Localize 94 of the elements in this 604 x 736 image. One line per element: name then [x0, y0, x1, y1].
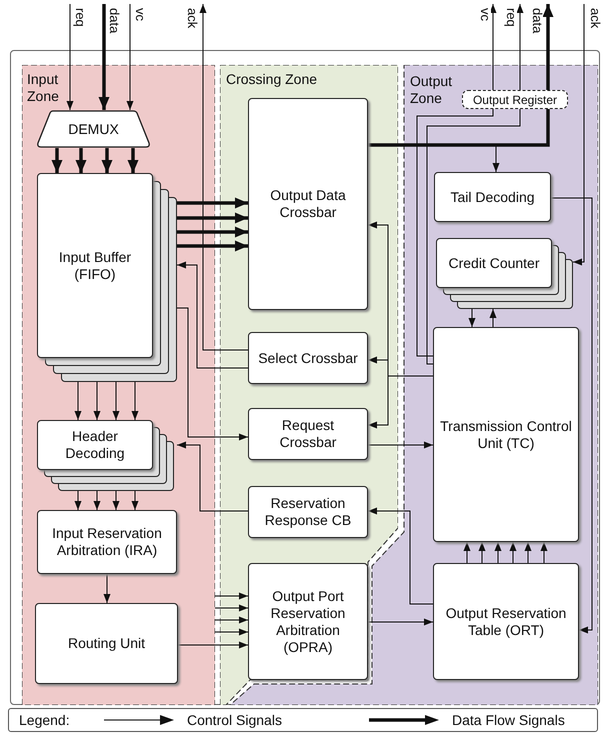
process-box	[248, 332, 368, 384]
arrow	[510, 542, 516, 564]
process-box	[433, 563, 579, 680]
arrow	[478, 542, 486, 564]
block-label: Output Data Crossbar	[269, 187, 347, 221]
block-label: Output Register	[472, 92, 558, 106]
process-box	[248, 408, 368, 460]
process-box	[434, 172, 551, 222]
arrow	[214, 628, 248, 636]
legend-heading: Legend:	[19, 712, 70, 728]
arrow	[176, 262, 248, 368]
block-label: Credit Counter	[447, 254, 541, 272]
signal-label: ack	[186, 8, 198, 28]
arrow	[177, 240, 248, 252]
arrow	[66, 4, 74, 110]
register-box	[462, 90, 568, 109]
arrow	[102, 148, 112, 173]
arrow	[540, 542, 548, 564]
process-box	[433, 327, 579, 542]
arrow	[128, 148, 138, 173]
arrow	[126, 4, 134, 110]
zone-title: Input Zone	[27, 71, 60, 105]
arrow	[200, 4, 248, 350]
block-label: Header Decoding	[64, 428, 126, 462]
signal-label: req	[74, 8, 86, 27]
arrow	[112, 382, 120, 420]
arrow	[542, 4, 554, 90]
arrow	[177, 226, 248, 238]
arrow	[516, 4, 524, 90]
block-label: Reservation Response CB	[264, 495, 352, 529]
arrow	[368, 442, 434, 448]
stacked-box	[37, 173, 177, 382]
arrow	[368, 618, 434, 626]
process-box	[37, 510, 177, 574]
arrow	[132, 490, 138, 510]
arrow	[178, 642, 248, 648]
block-label: Input Buffer (FIFO)	[58, 248, 132, 282]
arrow	[74, 382, 82, 420]
arrow	[214, 604, 248, 612]
legend-label: Data Flow Signals	[452, 712, 565, 728]
arrow	[177, 198, 248, 208]
signal-label: vc	[134, 8, 146, 21]
block-label: Select Crossbar	[257, 350, 359, 366]
arrow	[104, 574, 110, 604]
arrow	[464, 542, 470, 564]
stacked-box	[37, 420, 177, 490]
process-box	[248, 98, 368, 310]
arrow	[177, 212, 248, 224]
signal-label: data	[531, 8, 543, 34]
zone-title: Crossing Zone	[226, 71, 318, 88]
arrow	[214, 616, 248, 624]
block-label: Output Reservation Table (ORT)	[444, 604, 568, 638]
arrow	[98, 4, 110, 110]
connector-line	[416, 108, 494, 356]
signal-label: vc	[479, 8, 491, 21]
arrow	[76, 148, 86, 173]
arrow	[214, 592, 248, 600]
zone-panel	[220, 65, 398, 705]
zone-panel	[228, 65, 598, 705]
arrow	[94, 382, 100, 420]
arrow	[524, 542, 532, 564]
arrow	[468, 308, 476, 328]
arrow	[176, 308, 248, 440]
block-label: Input Reservation Arbitration (IRA)	[51, 525, 163, 559]
arrow	[368, 508, 434, 604]
zone-title: Output Zone	[410, 73, 454, 107]
connector-line	[426, 108, 520, 364]
arrow	[112, 490, 120, 510]
process-box	[35, 603, 178, 684]
legend-label: Control Signals	[187, 712, 282, 728]
signal-label: data	[108, 8, 120, 34]
process-box	[248, 563, 368, 680]
arrow	[74, 490, 82, 510]
connector-line	[368, 109, 550, 147]
stacked-box	[436, 238, 573, 309]
block-label: Tail Decoding	[449, 188, 536, 206]
block-label: Routing Unit	[66, 635, 146, 652]
block-label: Output Port Reservation Arbitration (OPRA)	[270, 588, 346, 656]
block-label: DEMUX	[67, 120, 120, 138]
zone-panel	[22, 65, 215, 705]
arrow	[550, 198, 592, 634]
arrow	[52, 148, 62, 173]
arrow	[94, 490, 100, 510]
process-box	[248, 486, 368, 538]
signal-label: req	[505, 8, 517, 27]
arrow	[176, 442, 248, 512]
arrow	[494, 542, 502, 564]
arrow	[490, 4, 496, 90]
block-label: Transmission Control Unit (TC)	[439, 418, 573, 452]
arrow	[490, 308, 496, 328]
arrow	[132, 382, 138, 420]
signal-label: ack	[589, 8, 601, 28]
arrow	[572, 4, 584, 266]
block-label: Request Crossbar	[278, 417, 338, 451]
